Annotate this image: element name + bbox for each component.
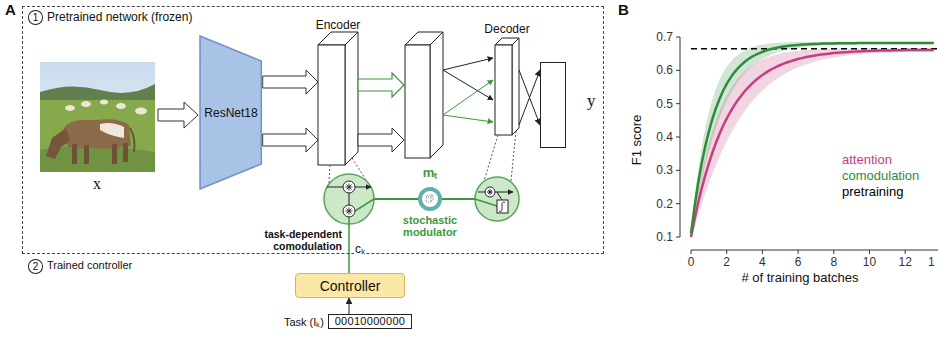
hidden-layer xyxy=(405,32,443,158)
text-label: B xyxy=(618,1,629,18)
tick xyxy=(762,250,763,254)
backbone-trapezoid: ResNet18 xyxy=(199,35,262,190)
text-label: 0.6 xyxy=(656,63,673,77)
node-text: 00010000000 xyxy=(335,315,406,328)
edge-label: cₖ xyxy=(354,240,366,257)
controller-box: Controller xyxy=(295,273,405,298)
stochastic-modulator: mₜstochastic modulator xyxy=(418,187,442,211)
decoder-layer xyxy=(495,38,519,135)
legend-entry: pretraining xyxy=(842,184,903,199)
text-label: Trained controller xyxy=(47,259,132,271)
tick xyxy=(869,250,870,254)
tick xyxy=(676,103,680,104)
tick xyxy=(676,170,680,171)
text-label: 0.4 xyxy=(656,130,673,144)
encoder-layer xyxy=(318,32,358,165)
text-label: 6 xyxy=(795,255,802,269)
feature-arrow xyxy=(358,128,404,152)
data-line xyxy=(691,43,934,234)
node-text: ResNet18 xyxy=(204,106,257,120)
modulator-ring xyxy=(418,187,442,211)
layer-connections xyxy=(443,58,493,122)
data-line xyxy=(691,50,934,237)
input-arrow xyxy=(158,102,198,128)
node-text: Pretrained network (frozen) xyxy=(47,10,192,24)
tick xyxy=(676,70,680,71)
text-label: 0 xyxy=(688,255,695,269)
text-label: 4 xyxy=(759,255,766,269)
text-label: 2 xyxy=(723,255,730,269)
x-axis xyxy=(691,250,938,251)
node-text: mₜ xyxy=(423,163,438,181)
text-label: F1 score xyxy=(629,115,644,166)
connector xyxy=(374,198,418,200)
feature-arrow xyxy=(358,73,404,97)
tick xyxy=(676,137,680,138)
tick xyxy=(798,250,799,254)
text-label: 0.5 xyxy=(656,97,673,111)
text-label: 10 xyxy=(863,255,876,269)
text-label: 8 xyxy=(830,255,837,269)
text-label: 1 xyxy=(928,255,935,269)
text-label: 0.3 xyxy=(656,163,673,177)
legend-entry: comodulation xyxy=(842,168,919,183)
output-box: y xyxy=(540,62,566,148)
tick xyxy=(676,37,680,38)
step-number: 2 xyxy=(28,259,44,274)
connector xyxy=(519,70,540,125)
line-chart xyxy=(676,37,938,254)
text-label: 0.1 xyxy=(656,230,673,244)
encoder-block: Encoder xyxy=(318,18,374,224)
decoder-block: Decoder xyxy=(475,22,519,221)
text-label: task-dependent comodulation xyxy=(252,228,342,252)
node-text: 2 xyxy=(33,262,39,272)
text-label: 0.2 xyxy=(656,197,673,211)
text-label: # of training batches xyxy=(741,270,858,285)
tick xyxy=(691,250,692,254)
task-vector-box: Task (Iₖ)00010000000 xyxy=(328,314,412,329)
node-text: 1 xyxy=(33,13,39,23)
text-label: x xyxy=(93,175,101,193)
node-text: Encoder xyxy=(316,18,361,32)
connector xyxy=(519,70,540,125)
error-band xyxy=(691,42,934,235)
node-text: Task (Iₖ) xyxy=(284,314,324,329)
node-text: Controller xyxy=(320,278,381,294)
decoder-modulation-unit xyxy=(475,177,519,221)
text-label: 12 xyxy=(899,255,912,269)
text-label: 0.7 xyxy=(656,30,673,44)
connector xyxy=(349,298,350,314)
frame-box: Pretrained network (frozen) 1ResNet18 Enco… xyxy=(22,6,604,254)
node-text: stochastic modulator xyxy=(393,214,467,238)
connector xyxy=(348,224,350,273)
node-text: y xyxy=(587,91,596,111)
tick xyxy=(676,203,680,204)
tick xyxy=(726,250,727,254)
legend-entry: attention xyxy=(842,152,892,167)
tick xyxy=(833,250,834,254)
cow-photo xyxy=(40,62,155,172)
step-number: 1 xyxy=(28,10,44,25)
text-label: A xyxy=(5,1,16,18)
node-text: Decoder xyxy=(484,22,529,36)
encoder-modulation-unit xyxy=(324,174,374,224)
block-arrow xyxy=(263,128,318,152)
block-arrow xyxy=(263,70,318,94)
connector xyxy=(442,198,475,200)
tick xyxy=(676,237,680,238)
tick xyxy=(905,250,906,254)
